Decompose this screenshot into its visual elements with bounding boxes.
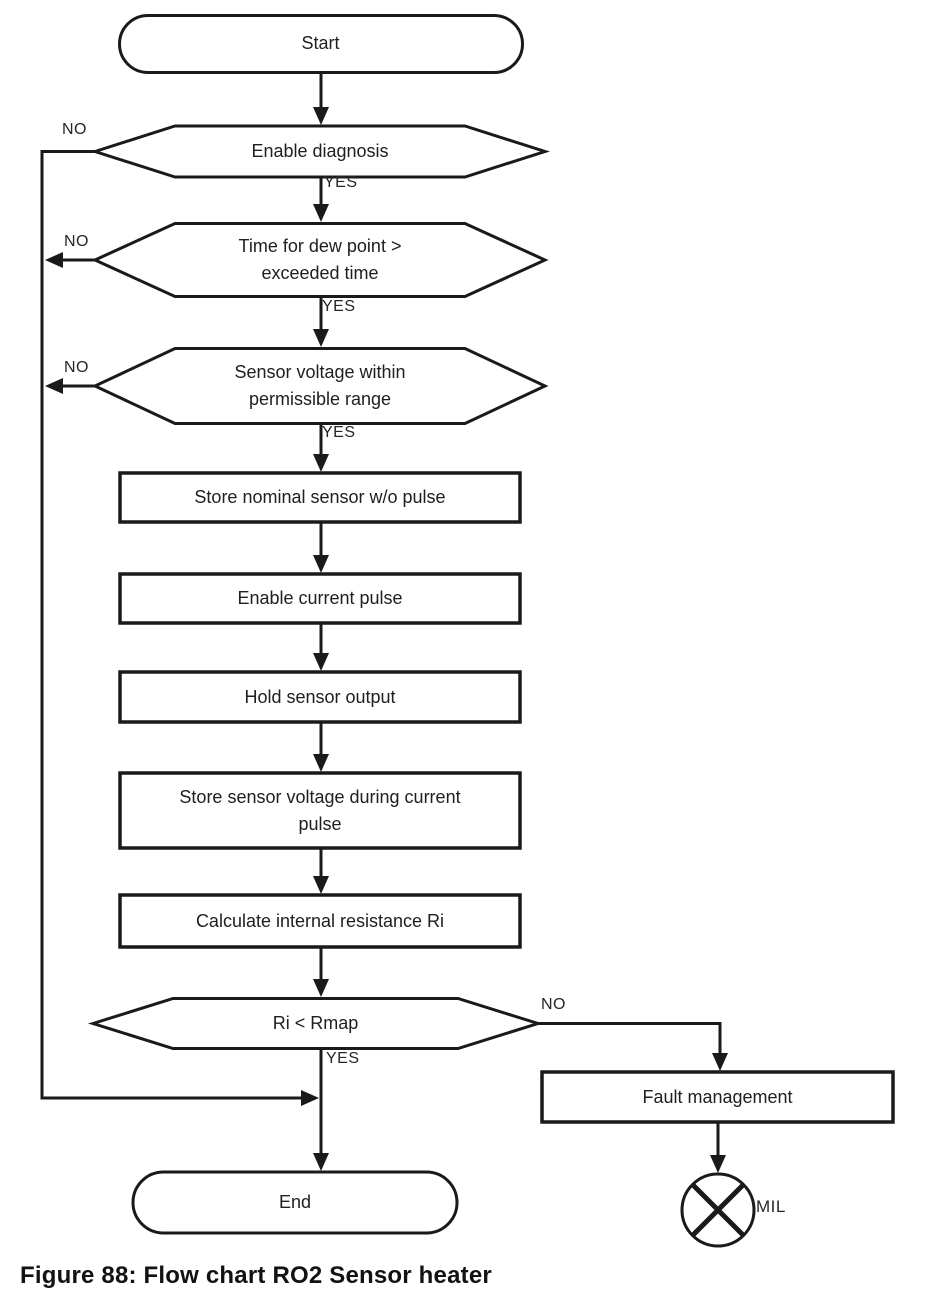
edge-sensor-voltage-yes <box>313 424 329 472</box>
node-enable-current-pulse-label: Enable current pulse <box>237 588 403 609</box>
process-store-nominal-shape <box>118 471 522 524</box>
node-start: Start <box>118 14 523 72</box>
edge-dew-point-yes <box>313 297 329 347</box>
node-store-nominal-label: Store nominal sensor w/o pulse <box>194 487 446 508</box>
mil-lamp-label: MIL <box>756 1197 786 1216</box>
edge-enable-diagnosis-yes <box>313 177 329 222</box>
node-calculate-ri-label: Calculate internal resistance Ri <box>195 910 445 931</box>
node-store-nominal: Store nominal sensor w/o pulse <box>120 473 520 522</box>
edge-label-no-enable-diagnosis: NO <box>62 121 87 138</box>
decision-sensor-voltage-shape <box>91 347 549 425</box>
node-dew-point-line1: Time for dew point > <box>238 236 402 257</box>
process-fault-management-shape <box>540 1070 895 1124</box>
process-calculate-ri-shape <box>118 893 522 949</box>
edge-label-yes-dew-point: YES <box>322 298 356 315</box>
edge-fault-to-mil <box>710 1122 726 1173</box>
node-store-sensor-voltage-line1: Store sensor voltage during current <box>179 787 461 808</box>
edge-label-no-dew-point: NO <box>64 233 89 250</box>
decision-enable-diagnosis-shape <box>90 124 550 179</box>
node-ri-rmap: Ri < Rmap <box>93 997 538 1049</box>
node-enable-current-pulse: Enable current pulse <box>120 574 520 623</box>
node-end: End <box>133 1172 457 1233</box>
edge-store-voltage-to-calculate-ri <box>313 848 329 894</box>
node-dew-point-line2: exceeded time <box>261 262 379 283</box>
node-dew-point: Time for dew point > exceeded time <box>95 222 545 297</box>
node-fault-management-label: Fault management <box>642 1086 793 1107</box>
edge-sensor-voltage-no <box>45 378 95 394</box>
edge-ri-rmap-yes-to-end <box>313 1049 329 1171</box>
node-enable-diagnosis: Enable diagnosis <box>95 125 545 177</box>
process-store-sensor-voltage-shape <box>118 771 522 850</box>
decision-dew-point-shape <box>91 222 549 298</box>
node-hold-sensor-output: Hold sensor output <box>120 672 520 722</box>
edge-enable-pulse-to-hold-output <box>313 623 329 671</box>
node-store-sensor-voltage: Store sensor voltage during current puls… <box>120 773 520 848</box>
mil-lamp-cross-leg <box>690 1182 746 1238</box>
edge-start-to-enable-diagnosis <box>313 72 329 125</box>
edge-dew-point-no <box>45 252 95 268</box>
node-sensor-voltage-line2: permissible range <box>248 388 392 409</box>
edge-label-yes-enable-diagnosis: YES <box>324 174 358 191</box>
edge-store-nominal-to-enable-pulse <box>313 522 329 573</box>
edge-label-yes-ri-rmap: YES <box>326 1050 360 1067</box>
node-store-sensor-voltage-line2: pulse <box>298 813 342 834</box>
node-start-label: Start <box>301 32 340 53</box>
edge-ri-rmap-no-to-fault <box>538 1022 728 1071</box>
process-enable-current-pulse-shape <box>118 572 522 625</box>
figure-caption: Figure 88: Flow chart RO2 Sensor heater <box>20 1262 492 1289</box>
edge-hold-output-to-store-voltage <box>313 722 329 772</box>
node-hold-sensor-output-label: Hold sensor output <box>244 686 396 707</box>
node-enable-diagnosis-label: Enable diagnosis <box>251 140 389 161</box>
edge-label-yes-sensor-voltage: YES <box>322 424 356 441</box>
edge-label-no-sensor-voltage: NO <box>64 359 89 376</box>
edge-no-return-loop <box>40 150 319 1106</box>
node-sensor-voltage-line1: Sensor voltage within <box>234 362 406 383</box>
process-hold-sensor-output-shape <box>118 670 522 724</box>
edge-calculate-ri-to-ri-rmap <box>313 947 329 997</box>
node-ri-rmap-label: Ri < Rmap <box>272 1012 359 1033</box>
node-fault-management: Fault management <box>542 1072 893 1122</box>
node-calculate-ri: Calculate internal resistance Ri <box>120 895 520 947</box>
edge-label-no-ri-rmap: NO <box>541 996 566 1013</box>
terminator-end-shape <box>131 1170 459 1235</box>
node-end-label: End <box>278 1192 312 1213</box>
node-sensor-voltage: Sensor voltage within permissible range <box>95 347 545 424</box>
